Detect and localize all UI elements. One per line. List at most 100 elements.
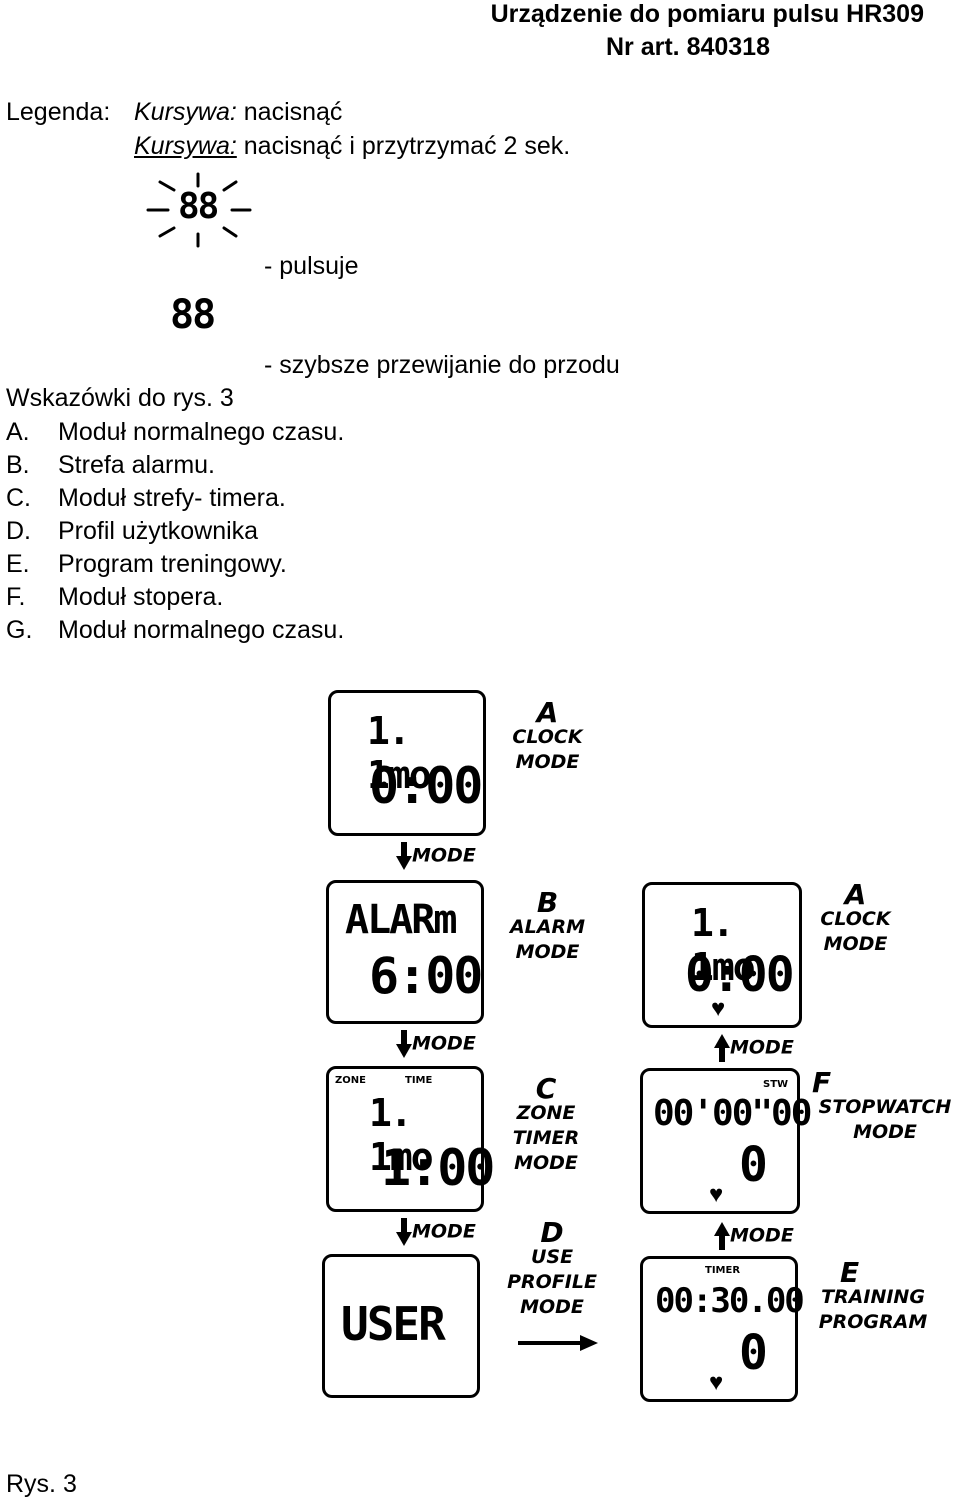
arrow-down-icon xyxy=(396,1030,412,1058)
mode-arrow-down: MODE xyxy=(396,1218,476,1246)
lcd-line-2: 0:00 xyxy=(369,757,483,815)
lcd-line-1: 1. 1mo xyxy=(691,901,756,989)
label-clock-mode: A CLOCK MODE xyxy=(500,696,595,775)
label-line: MODE xyxy=(515,941,580,963)
label-line: USE xyxy=(530,1246,574,1268)
label-letter: E xyxy=(840,1256,860,1289)
legend-italic-2: Kursywa: xyxy=(134,132,237,160)
label-user-profile-mode: D USE PROFILE MODE xyxy=(494,1216,610,1320)
hint-letter: E. xyxy=(6,550,30,578)
blinking-digits-icon: 88 xyxy=(140,172,260,252)
lcd-clock-mode: 1. 1mo 0:00 xyxy=(328,690,486,836)
lcd-line-1: ALARm xyxy=(345,897,457,943)
mode-arrow-up: MODE xyxy=(714,1034,794,1062)
label-letter: A xyxy=(536,696,559,729)
time-indicator: TIME xyxy=(405,1075,433,1086)
article-number: Nr art. 840318 xyxy=(605,33,770,61)
label-clock-mode-2: A CLOCK MODE xyxy=(808,878,903,957)
mode-label: MODE xyxy=(730,1036,794,1059)
legend-label: Legenda: xyxy=(6,98,111,126)
lcd-line-2: 0 xyxy=(739,1325,768,1381)
legend-text-1: nacisnąć xyxy=(243,98,343,126)
label-letter: C xyxy=(535,1072,557,1105)
mode-arrow-down: MODE xyxy=(396,1030,476,1058)
lcd-stopwatch-mode: STW 00'00"00 0 ♥ xyxy=(640,1068,812,1214)
arrow-up-icon xyxy=(714,1222,730,1250)
label-line: CLOCK xyxy=(512,726,583,748)
arrow-down-icon xyxy=(396,842,412,870)
hint-letter: A. xyxy=(6,418,30,446)
zone-indicator: ZONE xyxy=(335,1075,366,1086)
label-line: MODE xyxy=(514,1152,578,1174)
label-line: ALARM xyxy=(509,916,586,938)
fast-forward-digits-icon: 88 xyxy=(170,292,216,338)
mode-label: MODE xyxy=(730,1224,794,1247)
mode-label: MODE xyxy=(412,1032,476,1055)
hint-item: G. Moduł normalnego czasu. xyxy=(6,616,344,645)
figure-caption: Rys. 3 xyxy=(6,1470,77,1498)
hint-text: Strefa alarmu. xyxy=(58,451,216,479)
label-zone-timer-mode: C ZONE TIMER MODE xyxy=(496,1072,596,1176)
lcd-line-2: 0:00 xyxy=(685,947,795,1003)
lcd-line-2: 0 xyxy=(739,1137,768,1193)
lcd-training-program: TIMER 00:30.00 0 ♥ xyxy=(640,1256,805,1402)
label-line: MODE xyxy=(520,1296,584,1318)
lcd-line-1: 1. 1mo xyxy=(367,709,432,797)
label-line: MODE xyxy=(823,933,888,955)
label-line: TRAINING xyxy=(821,1286,925,1308)
lcd-line-1: 00'00"00 xyxy=(653,1093,812,1134)
heart-icon: ♥ xyxy=(709,1181,724,1208)
label-letter: B xyxy=(536,886,559,919)
mode-arrow-down: MODE xyxy=(396,842,476,870)
lcd-line-1: 1. 1mo xyxy=(369,1091,434,1179)
lcd-line-1: 00:30.00 xyxy=(655,1281,805,1321)
lcd-line-2: 6:00 xyxy=(369,947,483,1005)
legend-text-2: nacisnąć i przytrzymać 2 sek. xyxy=(243,132,571,160)
arrow-right-icon xyxy=(518,1335,598,1351)
legend-line-1: Kursywa: nacisnąć xyxy=(134,98,342,127)
label-letter: F xyxy=(812,1066,832,1099)
legend-italic-1: Kursywa: xyxy=(134,98,237,126)
lcd-line-2: 1:00 xyxy=(381,1139,495,1197)
label-line: STOPWATCH xyxy=(818,1096,952,1118)
hint-letter: C. xyxy=(6,484,31,512)
label-letter: A xyxy=(844,878,867,911)
hint-text: Program treningowy. xyxy=(58,550,287,578)
lcd-zone-timer-mode: ZONE TIME 1. 1mo 1:00 xyxy=(326,1066,495,1212)
timer-indicator: TIMER xyxy=(705,1265,741,1276)
label-letter: D xyxy=(540,1216,564,1249)
label-line: MODE xyxy=(853,1121,917,1143)
label-line: CLOCK xyxy=(820,908,891,930)
fast-forward-digits: 88 xyxy=(170,292,216,338)
hint-item: E. Program treningowy. xyxy=(6,550,287,579)
hint-item: D. Profil użytkownika xyxy=(6,517,258,546)
label-training-program: E TRAINING PROGRAM xyxy=(812,1256,934,1335)
hint-text: Moduł strefy- timera. xyxy=(58,484,286,512)
hint-letter: D. xyxy=(6,517,31,545)
mode-label: MODE xyxy=(412,844,476,867)
hint-text: Profil użytkownika xyxy=(58,517,259,545)
heart-icon: ♥ xyxy=(709,1369,724,1396)
arrow-up-icon xyxy=(714,1034,730,1062)
hint-item: F.Moduł stopera. xyxy=(6,583,223,612)
heart-icon: ♥ xyxy=(711,995,726,1022)
label-alarm-mode: B ALARM MODE xyxy=(500,886,595,965)
stw-indicator: STW xyxy=(763,1079,789,1090)
hint-item: B.Strefa alarmu. xyxy=(6,451,215,480)
label-stopwatch-mode: F STOPWATCH MODE xyxy=(812,1066,958,1145)
mode-label: MODE xyxy=(412,1220,476,1243)
label-line: PROGRAM xyxy=(818,1311,928,1333)
blinking-digits: 88 xyxy=(178,186,219,227)
label-line: MODE xyxy=(515,751,580,773)
hint-item: A. Moduł normalnego czasu. xyxy=(6,418,344,447)
legend-line-2: Kursywa: nacisnąć i przytrzymać 2 sek. xyxy=(134,132,570,161)
hint-letter: G. xyxy=(6,616,33,644)
lcd-user-profile-mode: USER xyxy=(322,1254,480,1398)
lcd-line-1: USER xyxy=(341,1297,446,1351)
label-line: PROFILE xyxy=(507,1271,597,1293)
hints-title: Wskazówki do rys. 3 xyxy=(6,384,234,412)
hint-text: Moduł normalnego czasu. xyxy=(58,616,345,644)
hint-text: Moduł stopera. xyxy=(58,583,224,611)
document-title: Urządzenie do pomiaru pulsu HR309 xyxy=(490,0,924,28)
hint-text: Moduł normalnego czasu. xyxy=(58,418,345,446)
